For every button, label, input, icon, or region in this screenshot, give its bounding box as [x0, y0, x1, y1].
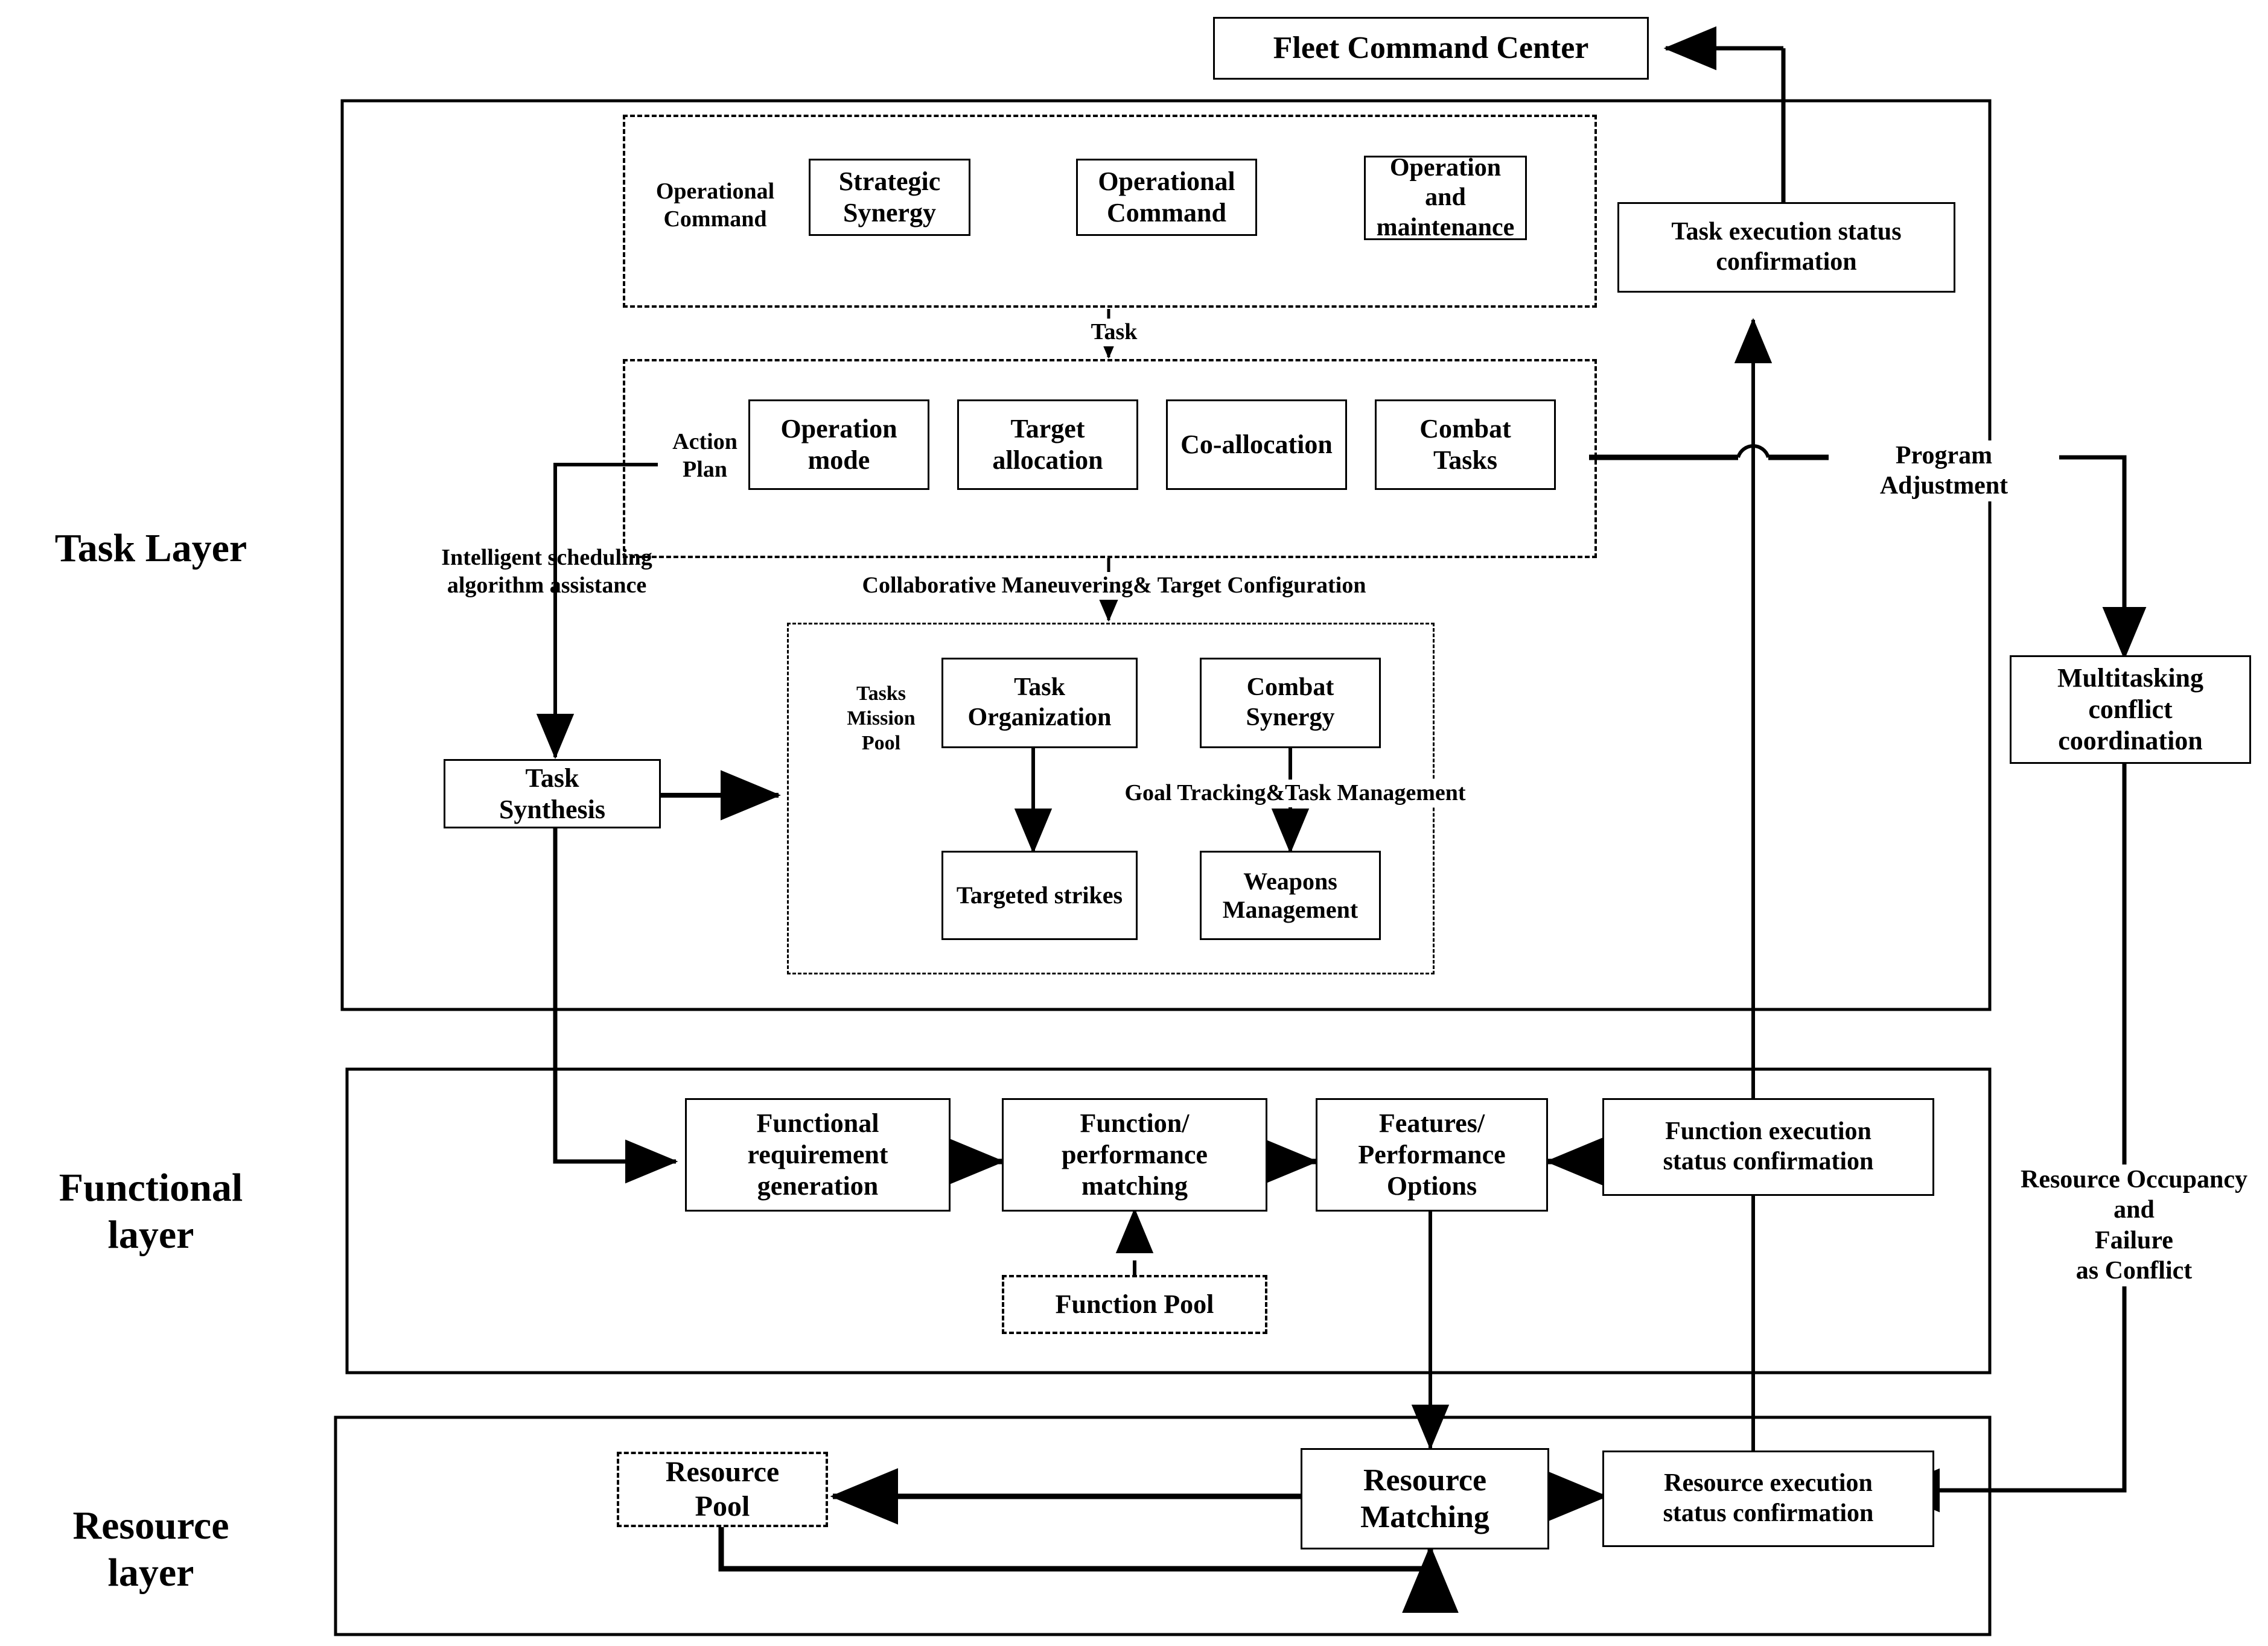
- node-operation-mode[interactable]: Operation mode: [748, 399, 929, 490]
- edge-label-collaborative-maneuvering: Collaborative Maneuvering& Target Config…: [827, 572, 1401, 600]
- group-label-action-plan: Action Plan: [672, 429, 737, 482]
- node-operation-and-maintenance[interactable]: Operation and maintenance: [1364, 154, 1527, 241]
- layer-title-functional: Functional layer: [59, 1166, 243, 1257]
- layer-title-resource: Resource layer: [72, 1504, 229, 1595]
- node-function-pool[interactable]: Function Pool: [1002, 1275, 1267, 1334]
- node-task-execution-status-confirmation[interactable]: Task execution status confirmation: [1617, 202, 1955, 293]
- node-multitasking-conflict-coordination[interactable]: Multitasking conflict coordination: [2010, 655, 2251, 764]
- group-label-operational-command: Operational Command: [655, 179, 775, 232]
- node-function-performance-matching[interactable]: Function/ performance matching: [1002, 1098, 1267, 1212]
- node-task-synthesis[interactable]: Task Synthesis: [444, 759, 661, 828]
- node-weapons-management[interactable]: Weapons Management: [1200, 851, 1381, 940]
- group-label-tasks-mission-pool: Tasks Mission Pool: [847, 682, 916, 754]
- node-fleet-command-center[interactable]: Fleet Command Center: [1213, 17, 1649, 80]
- node-combat-tasks[interactable]: Combat Tasks: [1375, 399, 1556, 490]
- node-strategic-synergy[interactable]: Strategic Synergy: [809, 159, 970, 236]
- edge-label-program-adjustment: Program Adjustment: [1829, 440, 2059, 501]
- node-resource-pool[interactable]: Resource Pool: [617, 1452, 828, 1527]
- node-operational-command[interactable]: Operational Command: [1076, 159, 1257, 236]
- group-operational-command: [623, 115, 1597, 308]
- node-task-organization[interactable]: Task Organization: [941, 658, 1138, 748]
- edge-label-resource-occupancy: Resource Occupancy and Failure as Confli…: [2010, 1165, 2258, 1286]
- node-target-allocation[interactable]: Target allocation: [957, 399, 1138, 490]
- node-combat-synergy[interactable]: Combat Synergy: [1200, 658, 1381, 748]
- edge-label-goal-tracking: Goal Tracking&Task Management: [1086, 780, 1504, 807]
- node-features-performance-options[interactable]: Features/ Performance Options: [1316, 1098, 1548, 1212]
- group-action-plan: [623, 359, 1597, 558]
- node-targeted-strikes[interactable]: Targeted strikes: [941, 851, 1138, 940]
- node-co-allocation[interactable]: Co-allocation: [1166, 399, 1347, 490]
- edge-label-task: Task: [1062, 319, 1166, 346]
- node-resource-execution-status-confirmation[interactable]: Resource execution status confirmation: [1602, 1451, 1934, 1547]
- node-functional-requirement-generation[interactable]: Functional requirement generation: [685, 1098, 951, 1212]
- layer-title-task: Task Layer: [54, 526, 247, 570]
- edge-label-intelligent-scheduling: Intelligent scheduling algorithm assista…: [441, 545, 652, 598]
- node-function-execution-status-confirmation[interactable]: Function execution status confirmation: [1602, 1098, 1934, 1196]
- node-resource-matching[interactable]: Resource Matching: [1301, 1448, 1549, 1549]
